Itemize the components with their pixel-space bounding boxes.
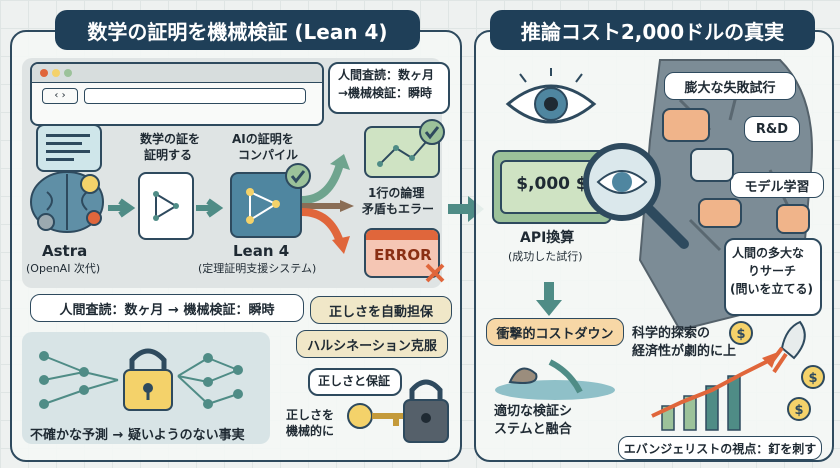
trial-pill: 膨大な失敗試行	[664, 72, 796, 100]
nav-arrows-icon: ‹ ›	[42, 88, 78, 104]
key-padlock-icon	[347, 379, 449, 443]
step-compile-label-1: AIの証明を	[232, 132, 294, 146]
proof-note: 正しさと保証	[318, 374, 391, 388]
eye-icon	[505, 68, 597, 124]
notepad-icon	[776, 204, 810, 234]
address-bar	[84, 88, 306, 104]
error-label: ERROR	[374, 246, 432, 264]
error-note-2: 矛盾もエラー	[362, 202, 435, 216]
lean-sub: (定理証明支援システム)	[198, 262, 317, 275]
fusion-1: 適切な検証シ	[494, 404, 573, 419]
error-card: ERROR	[364, 228, 440, 278]
window-dot-green	[64, 69, 72, 77]
fusion-2: ステムと融合	[494, 422, 572, 437]
document-icon	[690, 148, 734, 182]
shock-pill: 衝撃的コストダウン	[486, 318, 624, 346]
astra-sub: (OpenAI 次代)	[26, 262, 101, 275]
folder-2-icon	[698, 198, 742, 228]
auto-guarantee-pill: 正しさを自動担保	[310, 296, 452, 324]
mech-note-1: 正しさを	[286, 408, 335, 422]
human-research-box	[724, 238, 822, 316]
mech-note-2: 機械的に	[286, 424, 335, 438]
window-dot-red	[40, 69, 48, 77]
review-time-line-1: 人間査読：数ヶ月	[338, 68, 435, 82]
review-time-bubble	[328, 62, 450, 114]
lean-name: Lean 4	[233, 242, 290, 260]
left-title: 数学の証明を機械検証 (Lean 4)	[55, 10, 420, 50]
arrow-2-icon	[196, 198, 224, 218]
browser-window: ‹ ›	[30, 62, 324, 126]
proof-document-icon	[138, 172, 194, 240]
coin-3-icon: $	[787, 397, 811, 421]
branch-arrows-icon	[301, 154, 354, 254]
code-bubble-icon	[36, 124, 102, 172]
proof-note-bubble	[308, 368, 402, 396]
step-prove-label-2: 証明する	[144, 148, 193, 162]
step-prove-label-1: 数学の証を	[140, 132, 201, 146]
coin-2-icon: $	[801, 365, 825, 389]
step-compile-label-2: コンパイル	[238, 148, 299, 162]
coin-1-icon: $	[729, 321, 753, 345]
right-title: 推論コスト2,000ドルの真実	[490, 10, 815, 50]
success-check-icon	[419, 119, 445, 145]
svg-text:$: $	[794, 403, 803, 418]
svg-text:$: $	[736, 327, 745, 342]
human-research-1: 人間の多大な	[732, 246, 805, 260]
rd-pill: R&D	[744, 116, 800, 142]
growth-chart-icon	[651, 352, 778, 431]
hallucination-pill: ハルシネーション克服	[296, 330, 448, 358]
model-pill: モデル学習	[730, 172, 824, 198]
rocks-water-icon	[495, 359, 615, 400]
folder-1-icon	[662, 108, 710, 142]
money-label: $,000 $	[516, 174, 588, 194]
evangelist-pill: エバンジェリストの視点：釘を刺す	[618, 436, 822, 460]
api-label-2: (成功した試行)	[508, 250, 583, 263]
down-arrow-icon	[536, 282, 562, 316]
svg-text:$: $	[808, 371, 817, 386]
lean-check-icon	[285, 163, 311, 189]
review-time-line-2: →機械検証：瞬時	[338, 86, 433, 100]
astra-name: Astra	[42, 242, 88, 260]
api-label-1: API換算	[520, 230, 575, 246]
window-dot-yellow	[52, 69, 60, 77]
uncertain-caption: 不確かな予測 → 疑いようのない事実	[30, 428, 245, 443]
network-lock-icon	[39, 348, 243, 411]
magnifier-eye-icon	[583, 143, 689, 249]
compare-bar: 人間査読：数ヶ月 → 機械検証：瞬時	[30, 294, 304, 322]
error-note-1: 1行の論理	[368, 186, 425, 200]
human-research-3: (問いを立てる)	[730, 282, 813, 296]
arrow-1-icon	[108, 198, 136, 218]
human-research-2: りサーチ	[748, 264, 797, 278]
brain-gear-icon	[30, 171, 104, 233]
error-x-icon	[425, 263, 445, 283]
science-2: 経済性が劇的に上	[632, 344, 737, 359]
rocket-icon	[768, 320, 806, 374]
science-1: 科学的探索の	[632, 326, 711, 341]
